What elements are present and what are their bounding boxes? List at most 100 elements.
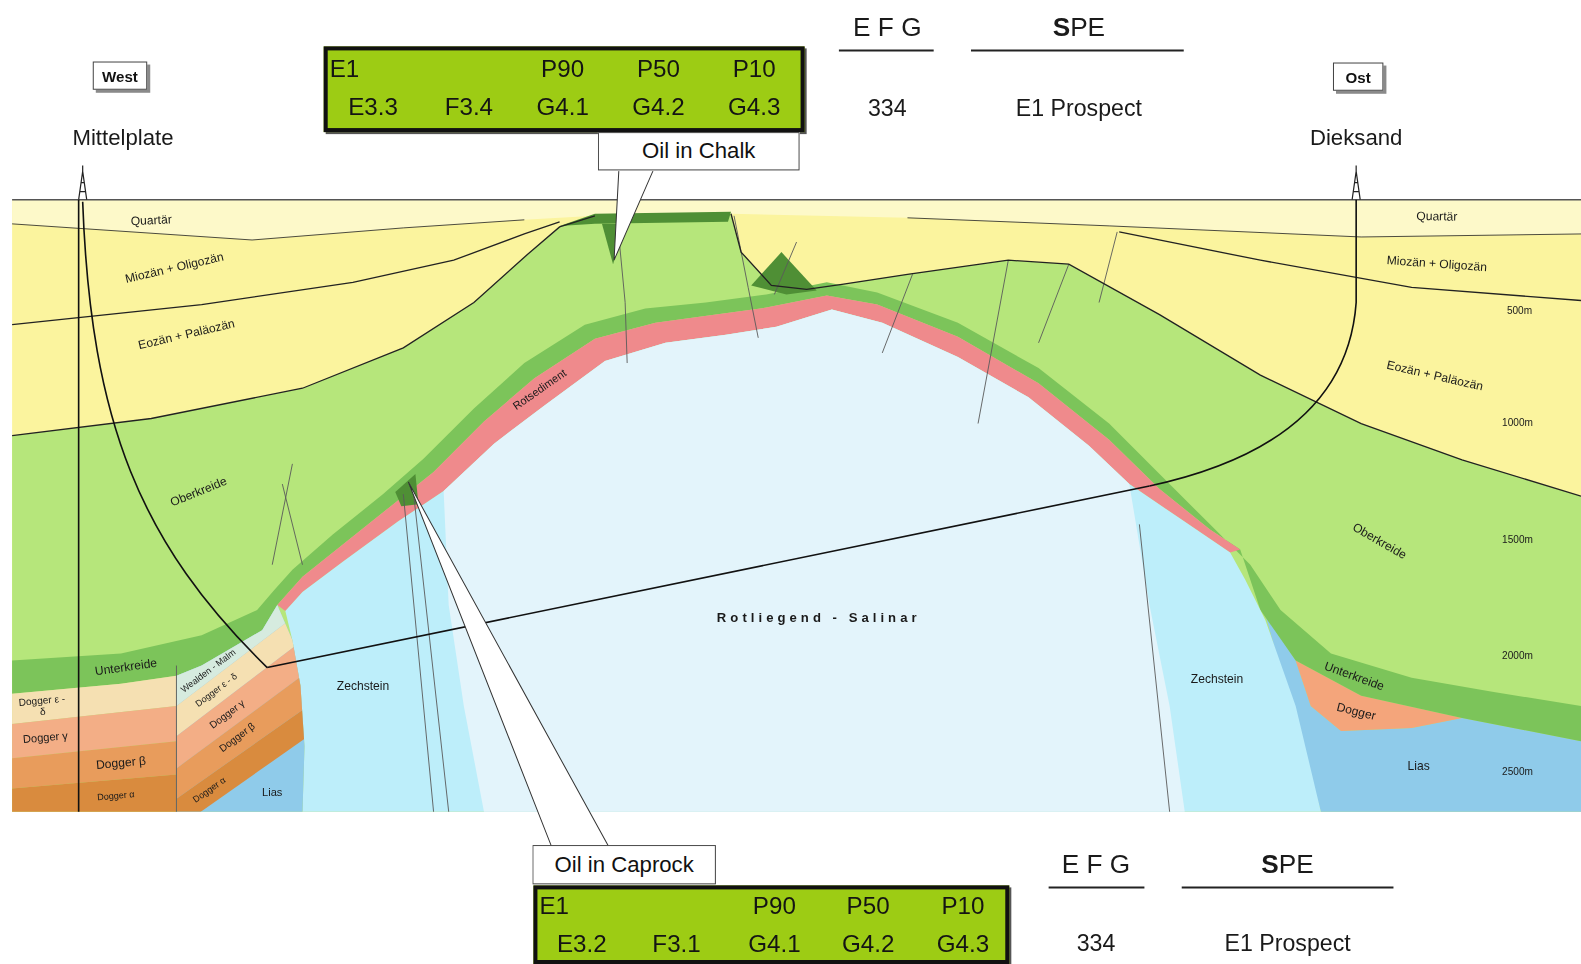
box-label: West — [102, 67, 138, 84]
underlines — [839, 50, 1394, 887]
horizon-line — [12, 216, 595, 436]
callout-box: Oil in Caprock — [532, 845, 716, 884]
table-value: E1 Prospect — [1016, 96, 1142, 122]
column-heading: SPE — [1053, 13, 1105, 42]
callout-box: Oil in Chalk — [598, 132, 800, 170]
layer-name: Unterkreide — [94, 657, 158, 679]
tertiary-layer — [12, 200, 1581, 812]
depth-mark: 2000m — [1502, 650, 1533, 661]
table-cell: G4.1 — [536, 95, 588, 119]
depth-mark: 1500m — [1502, 534, 1533, 545]
table-cell: F3.4 — [445, 95, 493, 119]
layer-name: Dogger γ — [207, 697, 246, 730]
depth-mark: 1000m — [1502, 417, 1533, 428]
well-path — [267, 486, 1149, 668]
table-cell: G4.1 — [748, 932, 800, 956]
well-name: Dieksand — [1310, 126, 1402, 150]
table-cell: G4.2 — [842, 932, 894, 956]
layer-name: Wealden - Malm — [179, 648, 238, 696]
layer-name: Eozän + Paläozän — [137, 317, 236, 352]
box-label: Oil in Caprock — [554, 852, 693, 878]
layer-name: Dogger — [1335, 701, 1377, 724]
layer-name: Zechstein — [1191, 673, 1243, 686]
layer-name: Quartär — [1416, 210, 1457, 224]
table-cell: P90 — [541, 56, 584, 80]
table-value: E1 Prospect — [1224, 931, 1350, 957]
column-heading: SPE — [1261, 850, 1313, 879]
callout-tail — [614, 165, 655, 260]
callout-tail — [408, 482, 610, 849]
layer-name: Dogger α — [191, 776, 227, 806]
quaternary-layer — [12, 200, 1581, 240]
table-cell: P50 — [847, 893, 890, 917]
fault-line — [734, 216, 758, 338]
depth-mark: 2500m — [1502, 766, 1533, 777]
direction-tag: West — [93, 62, 147, 90]
probability-table: E1P90P50P10E3.3F3.4G4.1G4.2G4.3 — [324, 46, 805, 132]
box-label: Oil in Chalk — [642, 138, 755, 164]
table-cell: P50 — [637, 56, 680, 80]
derricks — [79, 165, 1361, 199]
fault-block — [176, 565, 322, 829]
table-value: 334 — [868, 96, 907, 122]
column-heading: E F G — [1062, 850, 1130, 879]
layer-name: Dogger γ — [22, 729, 68, 745]
well-path — [78, 200, 80, 812]
layer-name: Rotsediment — [510, 366, 568, 412]
table-cell: E3.3 — [348, 95, 398, 119]
dogger-alpha-layer — [12, 774, 176, 811]
table-cell: P10 — [733, 56, 776, 80]
layer-name: Oberkreide — [168, 475, 228, 510]
table-value: 334 — [1077, 931, 1116, 957]
table-cell: G4.3 — [937, 932, 989, 956]
layer-name: Dogger α — [97, 790, 135, 803]
heading-underline — [839, 49, 934, 51]
fault-line — [978, 260, 1008, 423]
layer-name: Lias — [1408, 760, 1430, 773]
layer-name: Oberkreide — [1350, 521, 1408, 562]
layer-name: Miozän + Oligozän — [1386, 254, 1487, 274]
derrick-symbol — [1352, 165, 1360, 199]
heading-underline — [1049, 886, 1145, 888]
layer-name: Quartär — [130, 213, 172, 228]
heading-underline — [971, 49, 1184, 51]
layer-name: Rotliegend - Salinar — [717, 611, 921, 625]
horizon-line — [12, 220, 524, 240]
well-name: Mittelplate — [72, 126, 173, 150]
layer-name: Zechstein — [337, 680, 389, 693]
layer-name: Eozän + Paläozän — [1385, 359, 1484, 394]
layer-name: Miozän + Oligozän — [124, 250, 225, 286]
fault-line — [882, 274, 912, 353]
probability-table: E1P90P50P10E3.2F3.1G4.1G4.2G4.3 — [533, 885, 1009, 964]
horizon-line — [12, 222, 560, 325]
fault-line — [282, 484, 302, 565]
table-cell: P10 — [941, 893, 984, 917]
table-cell: E3.2 — [557, 932, 607, 956]
well-path — [1149, 200, 1356, 486]
layer-name: Dogger ε - δ — [17, 693, 67, 719]
horizon-line — [907, 218, 1581, 237]
direction-tag: Ost — [1333, 63, 1383, 91]
layer-name: Dogger β — [217, 720, 257, 754]
fault-line — [1139, 524, 1169, 811]
fault-line — [272, 464, 292, 565]
layer-name: Dogger β — [96, 755, 147, 773]
horizons — [12, 200, 1581, 496]
well-path — [83, 202, 268, 668]
box-label: Ost — [1346, 68, 1371, 85]
column-heading: E F G — [853, 13, 921, 42]
surface-line — [12, 199, 1581, 201]
horizon-line — [1119, 232, 1581, 301]
layer-name: Unterkreide — [1322, 660, 1385, 694]
heading-underline — [1182, 886, 1394, 888]
fault-line — [176, 666, 177, 812]
depth-mark: 500m — [1507, 305, 1532, 316]
horizon-line — [731, 214, 1581, 496]
faults — [176, 216, 1169, 812]
salt-body — [444, 310, 1185, 812]
layer-name: Lias — [262, 785, 282, 797]
table-cell: E1 — [539, 893, 569, 917]
wells — [79, 200, 1357, 812]
